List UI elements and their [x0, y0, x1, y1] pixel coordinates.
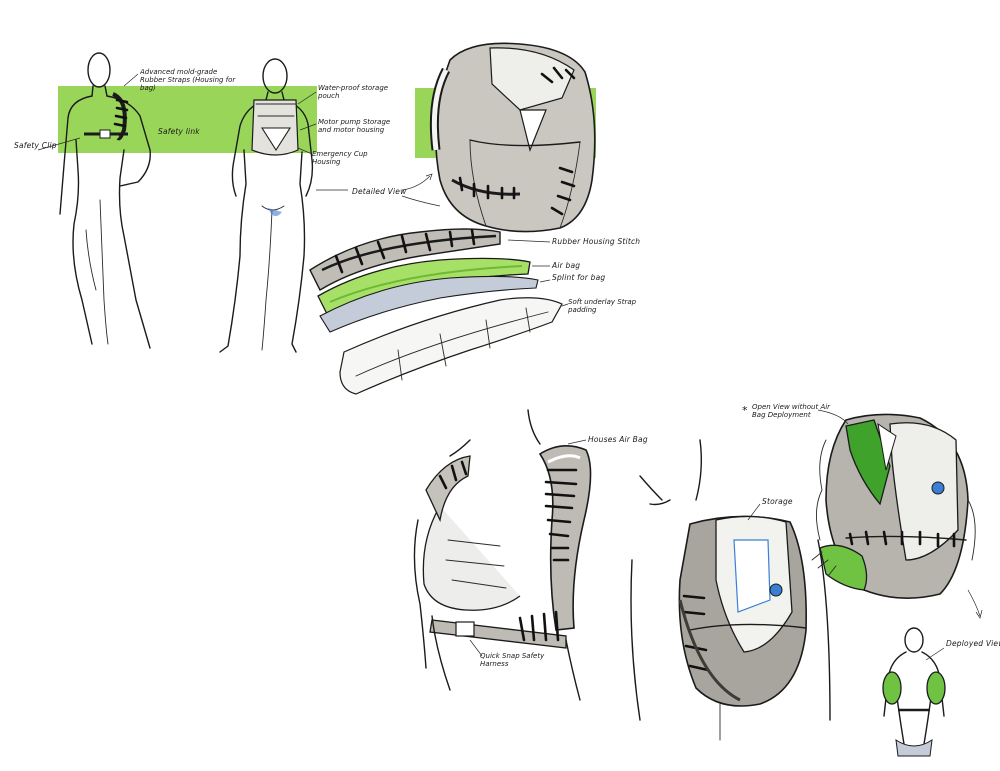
label-deployed-view: Deployed View [946, 639, 1000, 648]
label-open-view: Open View without Air Bag Deployment [752, 403, 831, 419]
open-view-pack [811, 413, 976, 599]
front-torso-harness [413, 409, 592, 701]
backpack-detailed-view [429, 42, 596, 233]
label-quick-snap-box: Quick Snap Safety Harness [480, 652, 545, 668]
label-cup-box: Emergency Cup Housing [312, 150, 368, 166]
label-motor-box: Motor pump Storage and motor housing [318, 118, 391, 134]
label-splint-for-bag: Splint for bag [552, 273, 605, 282]
label-pouch-box: Water-proof storage pouch [318, 84, 389, 100]
label-soft-underlay: Soft underlay Strap padding [568, 298, 637, 314]
label-rubber-straps: Advanced mold-grade Rubber Straps (Housi… [140, 68, 236, 92]
label-emergency-cup: Emergency Cup Housing [312, 150, 368, 166]
deployed-view-figure [882, 627, 946, 757]
label-air-bag: Air bag [551, 261, 580, 270]
label-houses-air-bag: Houses Air Bag [588, 435, 648, 444]
figure-back-view-pack [219, 58, 314, 353]
label-detailed-view: Detailed View [352, 187, 407, 196]
label-storage: Storage [762, 497, 793, 506]
label-open-view-marker: * [742, 404, 748, 417]
label-underlay-box: Soft underlay Strap padding [568, 298, 637, 314]
label-quick-snap: Quick Snap Safety Harness [480, 652, 545, 668]
label-water-proof-pouch: Water-proof storage pouch [318, 84, 389, 100]
label-rubber-housing-stitch: Rubber Housing Stitch [552, 237, 640, 246]
exploded-layer-stack [309, 228, 563, 395]
figure-back-view-left [59, 52, 151, 349]
label-safety-clip: Safety Clip [14, 141, 57, 150]
label-rubber-straps-box: Advanced mold-grade Rubber Straps (Housi… [140, 68, 236, 92]
back-view-with-pack [630, 439, 831, 741]
label-safety-link: Safety link [158, 127, 200, 136]
label-open-view-box: Open View without Air Bag Deployment [752, 403, 831, 419]
label-motor-pump: Motor pump Storage and motor housing [318, 118, 391, 134]
